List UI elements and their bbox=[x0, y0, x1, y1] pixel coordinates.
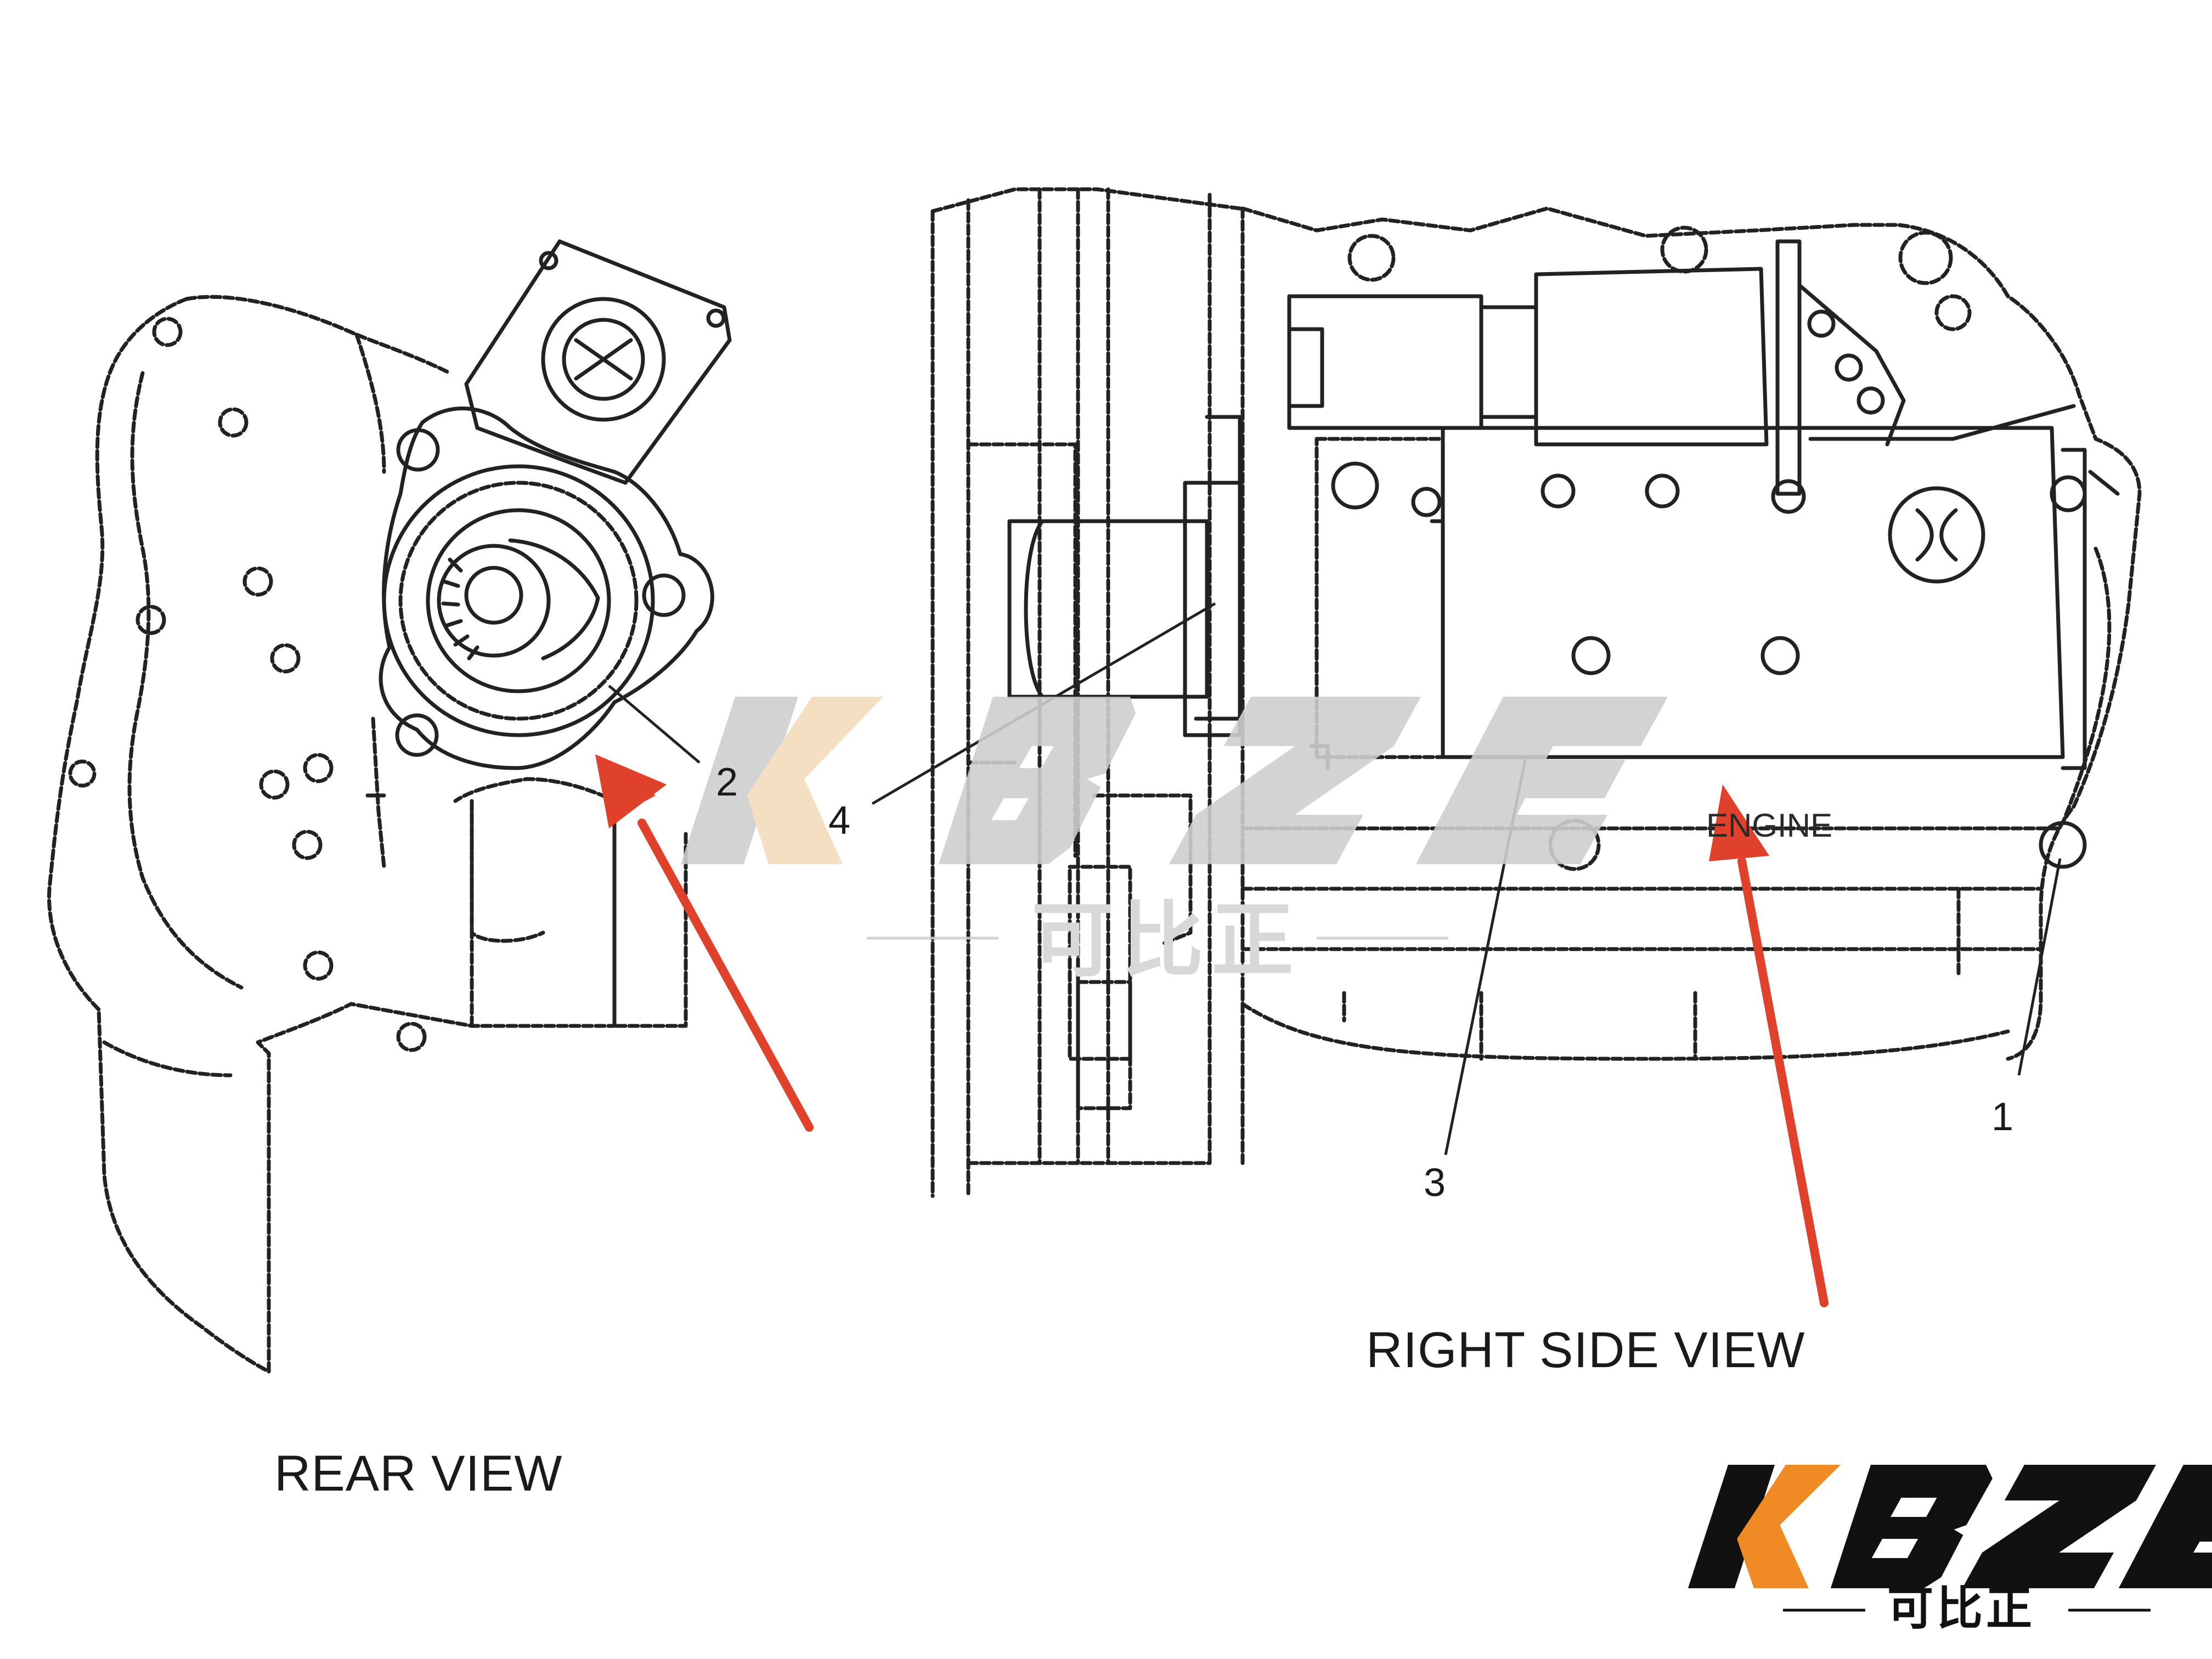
right-side-view-label: RIGHT SIDE VIEW bbox=[1366, 1322, 1805, 1378]
right-side-view-drawing bbox=[930, 187, 2142, 1198]
callout-3: 3 bbox=[1424, 1161, 1446, 1205]
arrow-right-side-view-head bbox=[1709, 785, 1769, 861]
callout-1: 1 bbox=[1991, 1095, 2014, 1139]
arrow-right-side-view bbox=[1737, 857, 1829, 1307]
leader-line-1 bbox=[2017, 858, 2062, 1076]
watermark bbox=[680, 697, 1668, 940]
kbze-logo-subtitle: 可比正 bbox=[1887, 1582, 2036, 1635]
watermark-logo-mark bbox=[680, 697, 1668, 864]
callout-4: 4 bbox=[828, 799, 851, 843]
callout-2: 2 bbox=[716, 760, 738, 804]
red-arrows bbox=[595, 754, 1829, 1307]
leader-lines bbox=[608, 602, 2062, 1155]
watermark-subtitle: 可比正 bbox=[1031, 893, 1302, 989]
engine-label: ENGINE bbox=[1706, 807, 1833, 844]
arrow-rear-view bbox=[637, 819, 814, 1132]
leader-line-2 bbox=[608, 685, 701, 764]
kbze-logo-mark bbox=[1688, 1465, 2212, 1588]
kbze-logo bbox=[1688, 1465, 2212, 1612]
rear-view-label: REAR VIEW bbox=[274, 1446, 563, 1502]
